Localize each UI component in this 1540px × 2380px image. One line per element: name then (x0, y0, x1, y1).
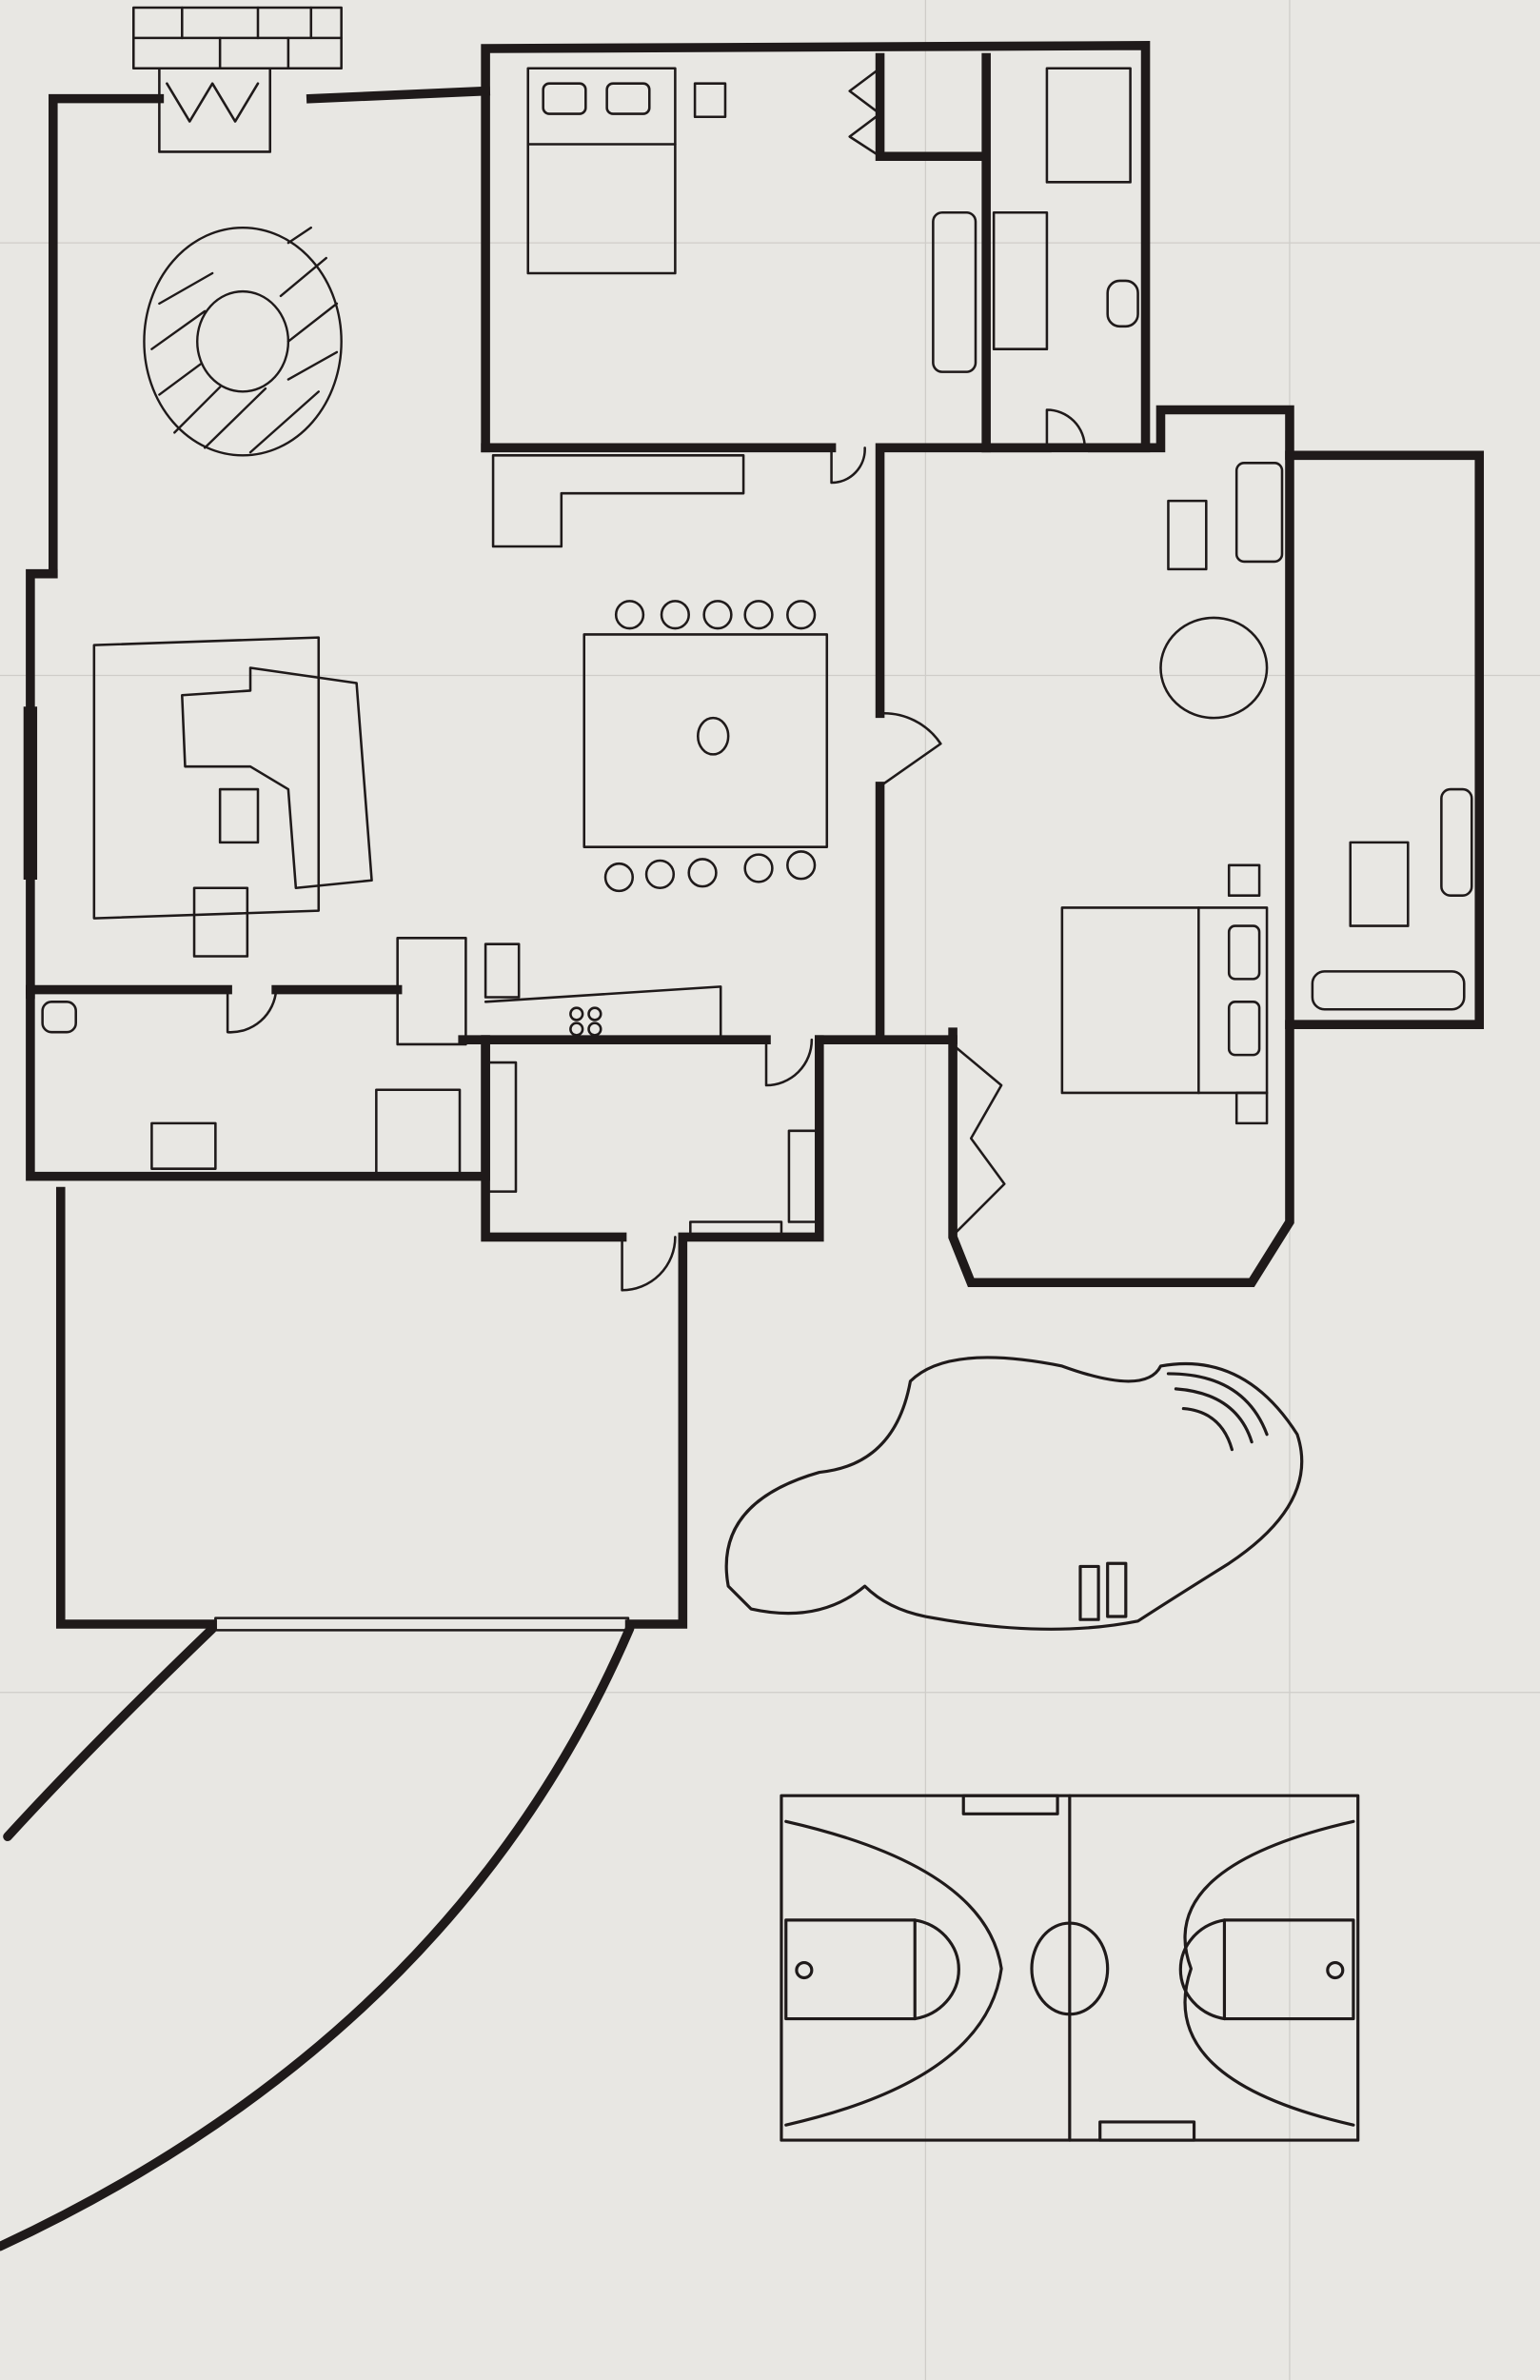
nightstand (693, 82, 727, 119)
wall-laundry (26, 984, 490, 1181)
closet-bifold-1 (848, 67, 881, 158)
dining-table (582, 633, 829, 848)
area-rug (92, 636, 321, 920)
bedroom-1-furniture (526, 67, 1139, 373)
wall-hall-east (678, 1035, 824, 1242)
fireplace (132, 6, 343, 153)
door-bedroom-1 (830, 446, 866, 485)
vanity-1 (992, 210, 1049, 350)
garage-door (214, 1616, 630, 1632)
walls (23, 41, 1485, 1629)
armchair (192, 886, 249, 958)
kitchen (396, 937, 722, 1046)
bookshelf (491, 454, 745, 548)
door-garage (621, 1236, 677, 1292)
pond (724, 1356, 1304, 1631)
dining-set (491, 454, 829, 893)
driveway (0, 1623, 635, 2251)
sectional-sofa (181, 666, 373, 889)
shower (1045, 67, 1132, 184)
bench-north (961, 1794, 1059, 1815)
door-bath (1045, 408, 1087, 449)
wall-living-top-right (306, 86, 491, 104)
closet-bifold-2 (955, 1045, 1006, 1234)
wall-dining-east (875, 405, 1485, 1029)
doors (214, 67, 1087, 1632)
door-laundry (226, 988, 278, 1034)
basketball-court (780, 1794, 1360, 2142)
coffee-table (218, 787, 260, 844)
counter (484, 985, 722, 1041)
door-hall (764, 1038, 814, 1087)
living-room-set (92, 636, 373, 958)
door-bedroom-2 (879, 712, 942, 788)
bed (526, 67, 677, 275)
bedroom-2-furniture (968, 462, 1473, 1285)
toilet (1106, 279, 1139, 328)
laundry-fixtures (41, 1001, 818, 1236)
wall-garage-east (624, 1240, 688, 1629)
fridge (396, 937, 467, 1046)
round-rug (143, 226, 343, 457)
wall-garage (55, 1186, 217, 1629)
bench (932, 210, 977, 373)
wall-living-top-left (49, 93, 165, 579)
bed-2 (1060, 906, 1269, 1095)
sink (484, 942, 521, 999)
bench-south (1098, 2120, 1196, 2142)
